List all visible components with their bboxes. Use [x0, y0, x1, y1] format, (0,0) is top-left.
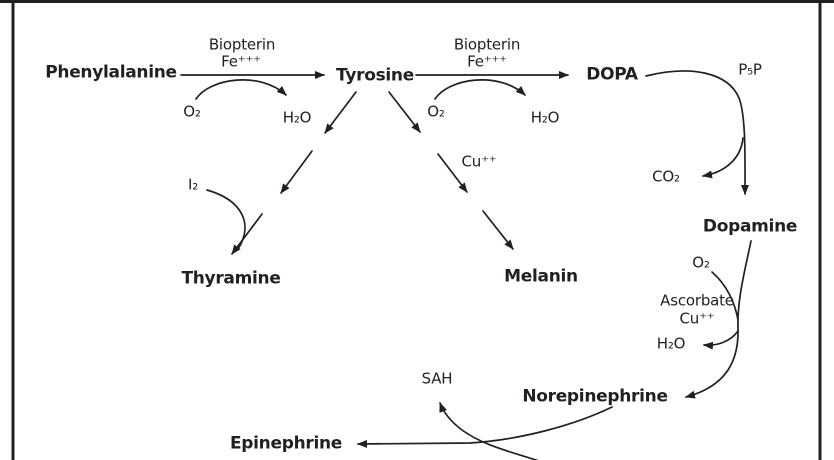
label-o2-1: O₂: [183, 102, 201, 121]
label-biopterin-1: Biopterin: [208, 35, 276, 54]
arrow-dopamine-to-norepinephrine: [685, 240, 752, 399]
node-melanin: Melanin: [504, 266, 578, 287]
label-cu-1: Cu⁺⁺: [461, 152, 497, 171]
arrow-tyrosine-melanin-1: [388, 91, 421, 133]
arrow-tyrosine-thyramine-3: [231, 213, 263, 255]
label-fe-2: Fe⁺⁺⁺: [467, 52, 507, 71]
label-o2-2: O₂: [427, 102, 445, 121]
label-sah: SAH: [421, 369, 453, 388]
label-h2o-1: H₂O: [282, 108, 312, 127]
node-phenylalanine: Phenylalanine: [45, 62, 177, 83]
curve-i2-join: [206, 189, 246, 250]
arrow-dopa-to-dopamine: [645, 70, 750, 195]
arrow-tyrosine-thyramine-1: [324, 91, 357, 134]
label-ascorbate: Ascorbate: [660, 291, 734, 310]
arrow-tyrosine-melanin-3: [482, 210, 514, 250]
arrow-tyrosine-thyramine-2: [280, 150, 313, 194]
arrow-tyrosine-melanin-2: [437, 153, 468, 193]
label-cu-2: Cu⁺⁺: [679, 309, 715, 328]
label-p5p: P₅P: [738, 60, 762, 79]
node-thyramine: Thyramine: [181, 268, 281, 289]
label-fe-1: Fe⁺⁺⁺: [221, 52, 261, 71]
node-tyrosine: Tyrosine: [336, 65, 414, 86]
node-epinephrine: Epinephrine: [229, 433, 343, 454]
label-i2: I₂: [187, 175, 199, 194]
label-h2o-3: H₂O: [656, 334, 686, 353]
node-dopamine: Dopamine: [702, 216, 798, 237]
curve-o2-join-3: [711, 271, 739, 321]
arrow-o2-to-h2o-1: [195, 79, 287, 100]
node-dopa: DOPA: [586, 64, 638, 85]
node-norepinephrine: Norepinephrine: [522, 386, 668, 407]
arrow-o2-to-h2o-2: [434, 79, 526, 100]
label-o2-3: O₂: [692, 253, 710, 272]
label-biopterin-2: Biopterin: [453, 35, 521, 54]
arrow-norepinephrine-to-epinephrine: [357, 406, 613, 448]
arrow-sah-release: [439, 402, 539, 460]
label-co2: CO₂: [652, 167, 680, 186]
arrow-h2o-release: [703, 330, 739, 350]
label-h2o-2: H₂O: [530, 108, 560, 127]
arrow-co2-release: [702, 137, 744, 179]
